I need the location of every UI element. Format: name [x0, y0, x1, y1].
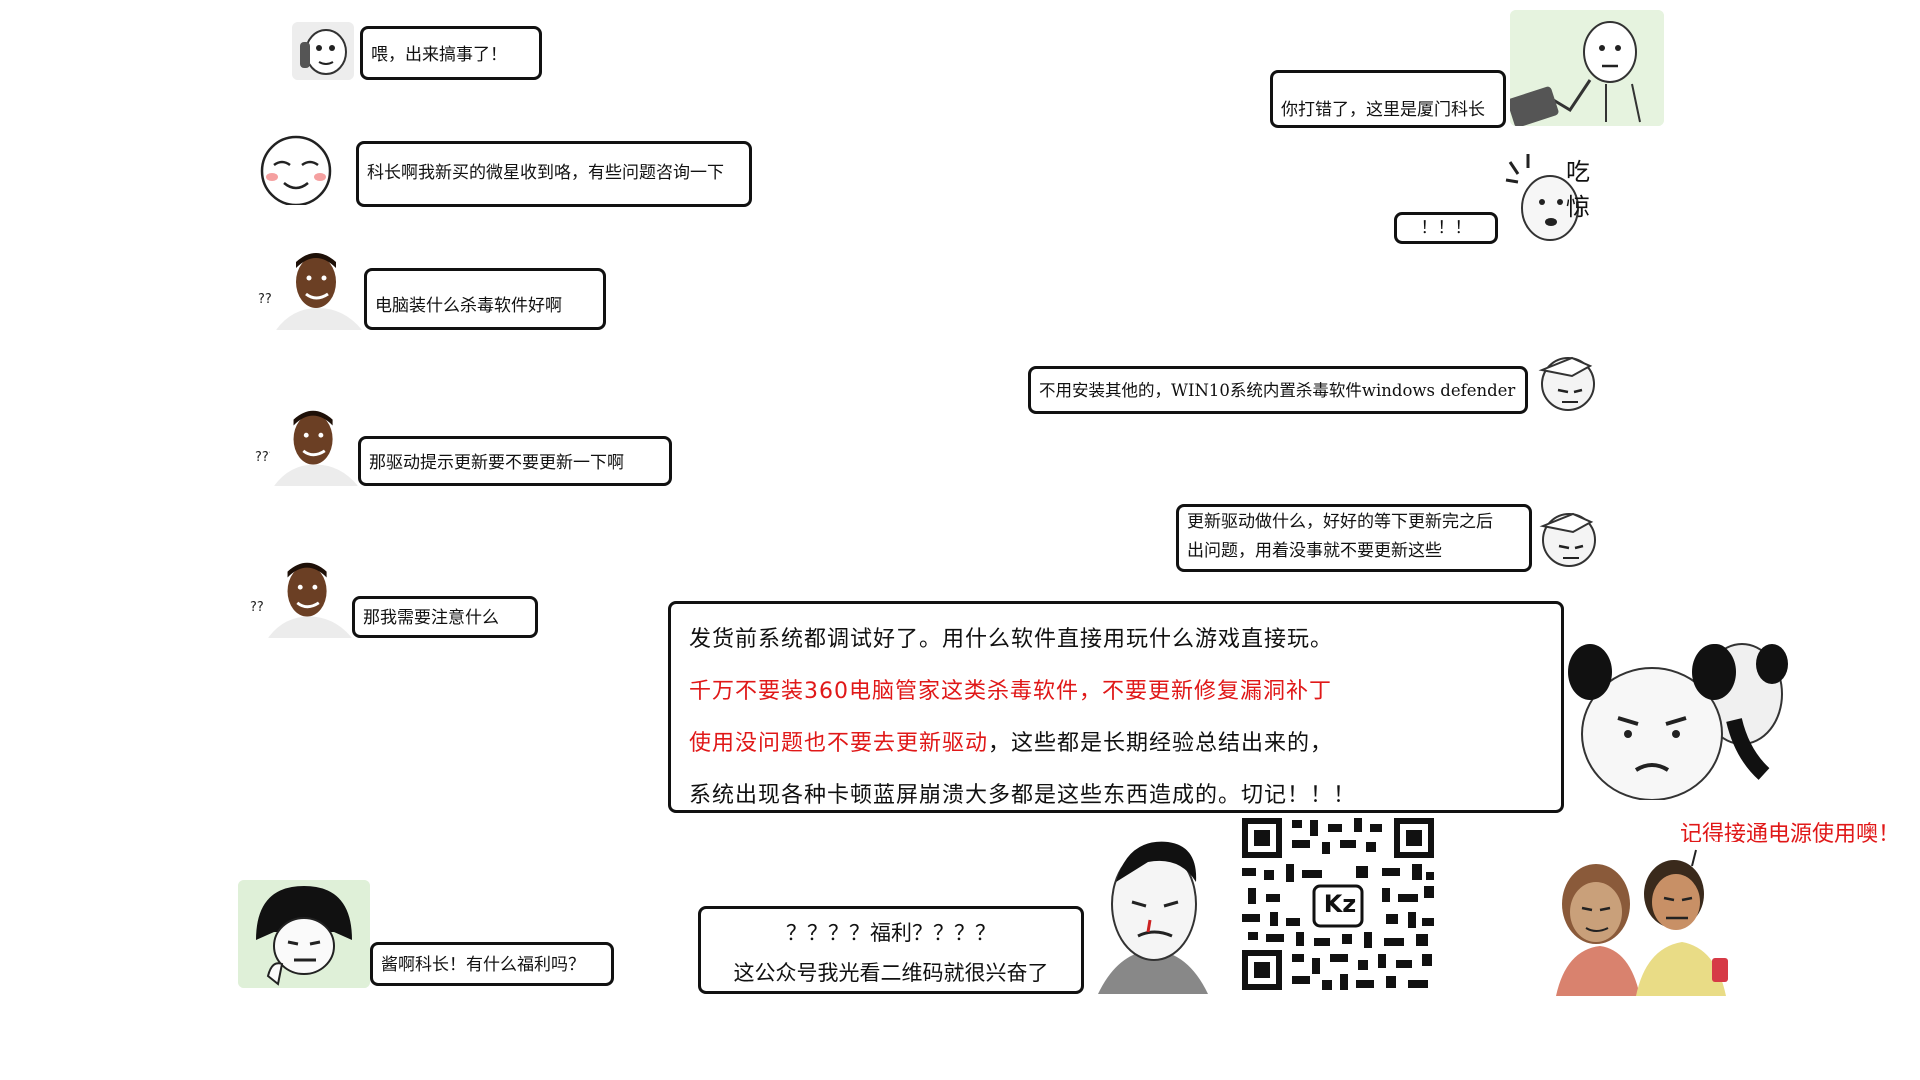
left-message-5: 那我需要注意什么: [352, 596, 538, 638]
right-message-1: 你打错了，这里是厦门科长: [1270, 70, 1506, 128]
surprised-face-avatar: 吃惊: [1502, 150, 1604, 244]
bald-man-image: [1088, 832, 1218, 994]
left-message-1: 喂，出来搞事了！: [360, 26, 542, 80]
left-message-5-text: 那我需要注意什么: [363, 608, 499, 628]
smug-face-icon: [260, 135, 332, 205]
right-message-2-text: ！！！: [1420, 218, 1472, 238]
notice-line-3-red: 使用没问题也不要去更新驱动: [689, 731, 989, 756]
mushroom-girl-icon: [238, 880, 370, 988]
panda-faces-image: [1566, 624, 1828, 800]
mask-face-phone-icon: [292, 22, 354, 80]
mask-face-phone-avatar: [292, 22, 354, 80]
welfare-line-2: 这公众号我光看二维码就很兴奋了: [733, 961, 1049, 985]
confused-man-avatar-4: [270, 402, 362, 486]
confused-man-avatar-3: [272, 244, 366, 330]
right-message-3-text: 不用安装其他的，WIN10系统内置杀毒软件windows defender: [1039, 381, 1516, 400]
facepalm-face-avatar-2: [1532, 506, 1600, 570]
right-message-4-line2: 出问题，用着没事就不要更新这些: [1187, 540, 1442, 561]
phone-face-icon: [1510, 10, 1664, 126]
notice-line-3: 使用没问题也不要去更新驱动，这些都是长期经验总结出来的，: [689, 718, 1543, 770]
couple-icon: [1556, 849, 1728, 996]
notice-line-3-black: ，这些都是长期经验总结出来的，: [988, 731, 1334, 756]
left-message-1-text: 喂，出来搞事了！: [371, 45, 507, 65]
left-message-6: 酱啊科长！有什么福利吗？: [370, 942, 614, 986]
welfare-line-1: ？？？？福利？？？？: [786, 921, 996, 945]
facepalm-face-avatar-1: [1532, 350, 1598, 414]
right-message-3: 不用安装其他的，WIN10系统内置杀毒软件windows defender: [1028, 366, 1528, 414]
left-message-3-text: 电脑装什么杀毒软件好啊: [375, 296, 562, 316]
left-message-2: 科长啊我新买的微星收到咯，有些问题咨询一下: [356, 141, 752, 207]
surprised-face-icon: [1505, 154, 1579, 241]
qr-center-label: Kz: [1323, 890, 1357, 918]
confused-man-icon: [276, 253, 362, 330]
smug-face-avatar: [246, 133, 352, 205]
facepalm-face-icon: [1539, 512, 1596, 567]
mushroom-girl-avatar: [238, 880, 370, 988]
left-message-4-text: 那驱动提示更新要不要更新一下啊: [369, 453, 624, 473]
left-message-2-text: 科长啊我新买的微星收到咯，有些问题咨询一下: [367, 163, 724, 183]
right-message-1-text: 你打错了，这里是厦门科长: [1281, 100, 1485, 120]
confused-man-icon: [274, 410, 358, 486]
confused-man-avatar-5: [264, 554, 356, 638]
welfare-bubble: ？？？？福利？？？？ 这公众号我光看二维码就很兴奋了: [698, 906, 1084, 994]
qr-code-icon: [1242, 818, 1434, 990]
facepalm-face-icon: [1538, 356, 1595, 411]
bald-man-icon: [1098, 841, 1208, 994]
confused-man-icon: [268, 562, 352, 638]
panda-faces-icon: [1568, 643, 1788, 800]
right-message-4-line1: 更新驱动做什么，好好的等下更新完之后: [1187, 512, 1493, 532]
notice-line-4: 系统出现各种卡顿蓝屏崩溃大多都是这些东西造成的。切记！！！: [689, 783, 1357, 808]
notice-line-2: 千万不要装360电脑管家这类杀毒软件，不要更新修复漏洞补丁: [689, 679, 1332, 704]
notice-line-1: 发货前系统都调试好了。用什么软件直接用玩什么游戏直接玩。: [689, 627, 1334, 652]
left-message-3: 电脑装什么杀毒软件好啊: [364, 268, 606, 330]
notice-box: 发货前系统都调试好了。用什么软件直接用玩什么游戏直接玩。 千万不要装360电脑管…: [668, 601, 1564, 813]
left-message-4: 那驱动提示更新要不要更新一下啊: [358, 436, 672, 486]
right-message-4: 更新驱动做什么，好好的等下更新完之后 出问题，用着没事就不要更新这些: [1176, 504, 1532, 572]
surprised-caption: 吃惊: [1566, 158, 1590, 221]
qr-code[interactable]: Kz: [1236, 814, 1440, 994]
left-message-6-text: 酱啊科长！有什么福利吗？: [381, 955, 585, 975]
right-message-2: ！！！: [1394, 212, 1498, 244]
phone-face-avatar: [1510, 10, 1664, 126]
couple-image: [1536, 842, 1744, 996]
